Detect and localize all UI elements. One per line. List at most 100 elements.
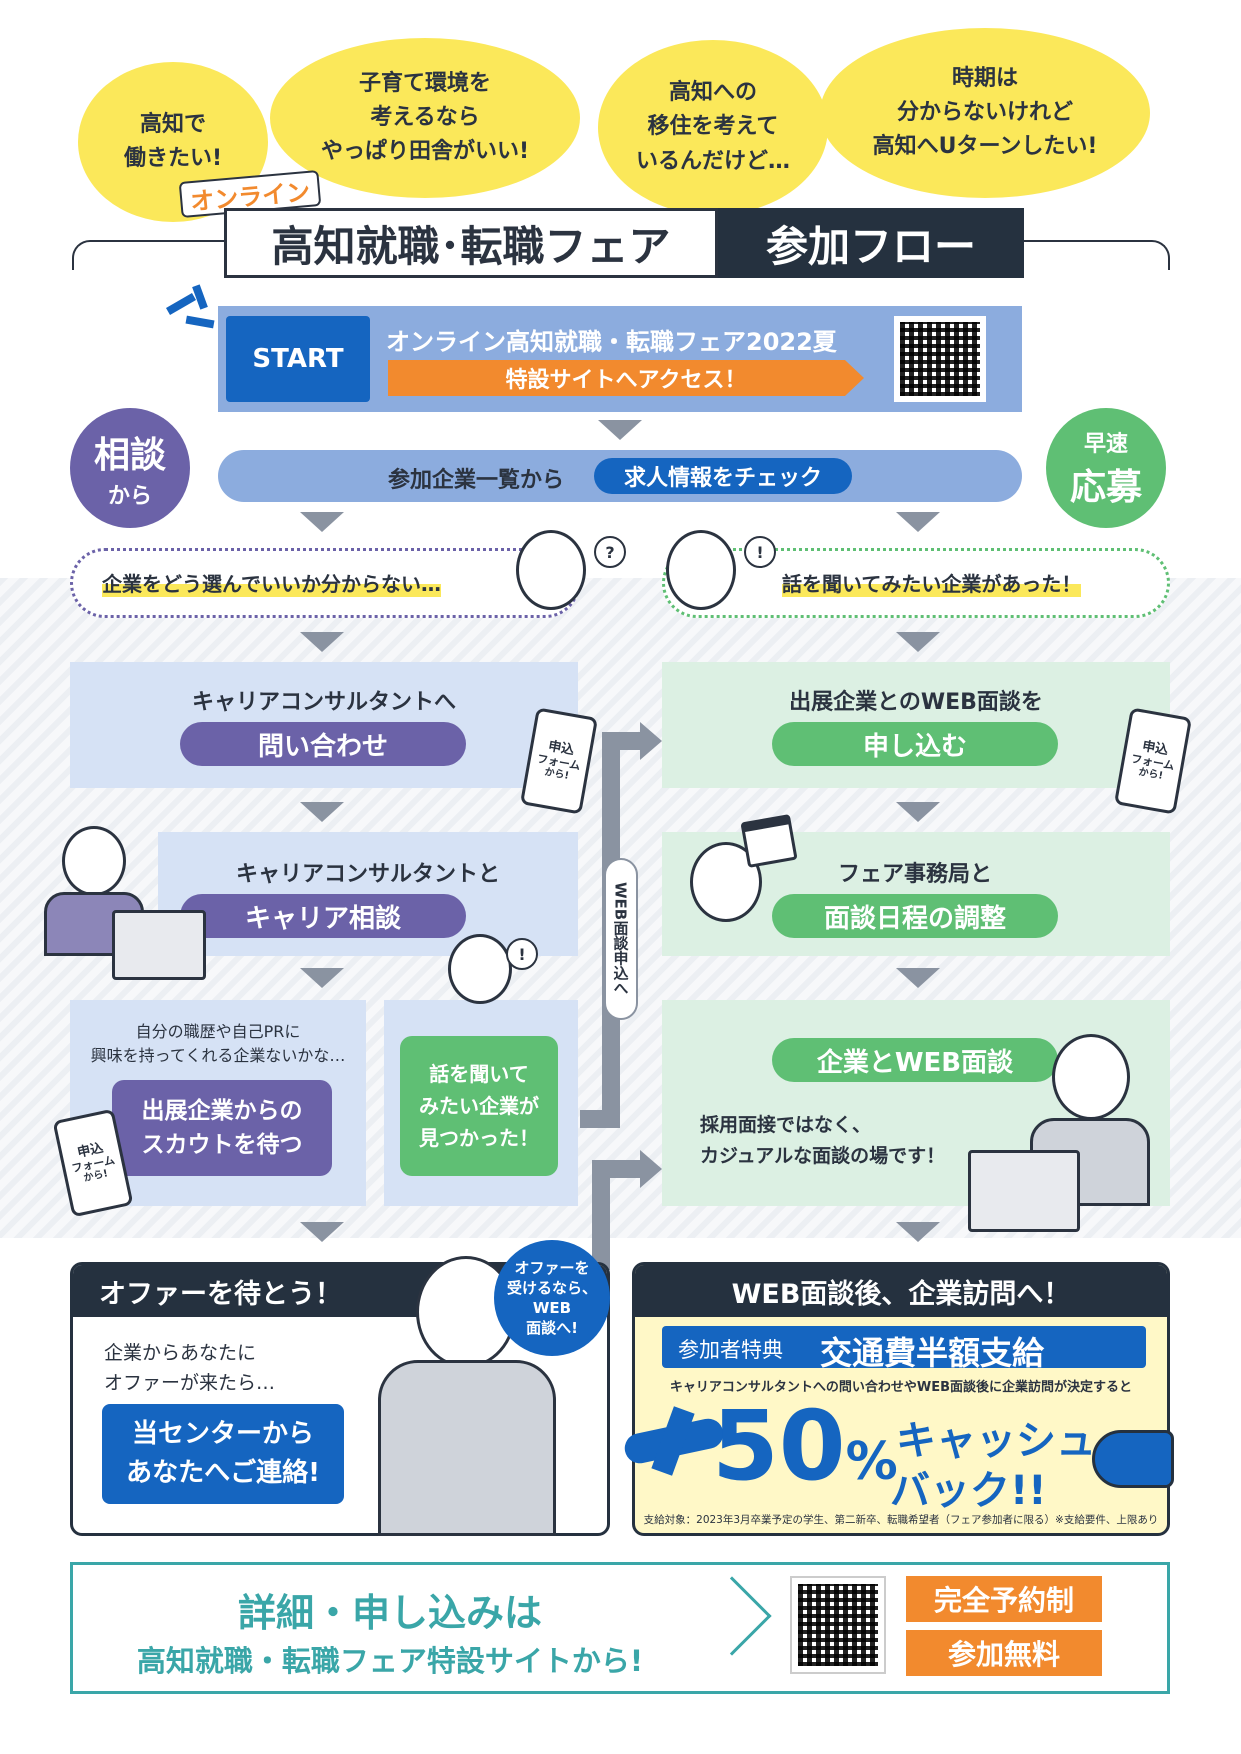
offer-title-text: オファーを待とう！ [99, 1278, 342, 1310]
found-pill-text: 話を聞いて みたい企業が 見つかった！ [419, 1062, 539, 1150]
qr-code-pattern [900, 322, 980, 396]
apply-button[interactable]: 申し込む [772, 722, 1058, 766]
flow-arrow-icon [896, 632, 940, 652]
offer-bubble: オファーを 受けるなら、 WEB 面談へ! [494, 1240, 610, 1356]
flow-arrow-icon [896, 802, 940, 822]
confused-man-illustration [516, 530, 586, 610]
start-text: オンライン高知就職・転職フェア2022夏 [386, 328, 837, 356]
left-step-2-text: キャリアコンサルタントと [235, 862, 500, 887]
scout-text: 自分の職歴や自己PRに 興味を持ってくれる企業ないかな… [90, 1022, 346, 1065]
free-tag-text: 参加無料 [947, 1638, 1060, 1671]
start-arrow-button[interactable]: 特設サイトへアクセス！ [388, 360, 864, 396]
web-apply-text: WEB面談申込へ [611, 882, 630, 996]
check-highlight: 求人情報をチェック [594, 458, 852, 494]
monitor-icon [968, 1150, 1080, 1232]
arrow-right-icon [640, 722, 662, 760]
web-interview-pill: 企業とWEB面談 [772, 1038, 1058, 1082]
monitor-icon [112, 910, 206, 980]
apply-badge: 早速 応募 [1046, 408, 1166, 528]
consult-badge-line2: から [107, 484, 152, 509]
interviewer-woman-illustration [1052, 1034, 1130, 1120]
cloud-bubble-2: 子育て環境を 考えるなら やっぱり田舎がいい! [270, 38, 580, 198]
consultant-woman-illustration [62, 826, 126, 896]
contact-button[interactable]: 問い合わせ [180, 722, 466, 766]
visit-box: WEB面談後、企業訪問へ！ [632, 1262, 1170, 1536]
exclamation-icon: ! [506, 938, 538, 970]
page-title: 高知就職･転職フェア [224, 208, 718, 278]
career-consult-pill: キャリア相談 [180, 894, 466, 938]
right-step-2-text: フェア事務局と [837, 862, 992, 887]
apply-button-label: 申し込む [862, 731, 967, 762]
fine-print: 支給対象：2023年3月卒業予定の学生、第二新卒、転職希望者（フェア参加者に限る… [643, 1514, 1159, 1526]
footer-line1: 詳細・申し込みは [237, 1591, 542, 1635]
found-pill: 話を聞いて みたい企業が 見つかった！ [400, 1036, 558, 1176]
free-tag: 参加無料 [906, 1630, 1102, 1676]
reservation-tag: 完全予約制 [906, 1576, 1102, 1622]
cloud-bubble-3: 高知への 移住を考えて いるんだけど… [598, 40, 828, 215]
start-label-text: START [252, 344, 344, 374]
consult-badge-line1: 相談 [93, 435, 166, 476]
schedule-pill-text: 面談日程の調整 [823, 903, 1006, 934]
cashback-line1: キャッシュ [896, 1418, 1096, 1464]
flow-arrow-icon [896, 512, 940, 532]
qr-code-icon[interactable] [790, 1576, 886, 1674]
percent-sign: % [845, 1432, 898, 1492]
benefit-bar [662, 1326, 1146, 1368]
career-consult-label: キャリア相談 [244, 903, 401, 934]
start-label: START [226, 316, 370, 402]
flow-arrow-icon [300, 968, 344, 988]
page-subtitle: 参加フロー [718, 208, 1024, 278]
offer-contact-text: 当センターから あなたへご連絡! [126, 1419, 320, 1488]
schedule-pill: 面談日程の調整 [772, 894, 1058, 938]
check-highlight-text: 求人情報をチェック [623, 466, 822, 491]
cloud-text: 子育て環境を 考えるなら やっぱり田舎がいい! [320, 70, 530, 165]
right-step-1-text: 出展企業とのWEB面談を [789, 690, 1043, 715]
qr-code-pattern [798, 1584, 878, 1666]
offer-contact-box: 当センターから あなたへご連絡! [102, 1404, 344, 1504]
page-subtitle-text: 参加フロー [765, 221, 976, 271]
web-apply-connector-bottom [580, 1110, 620, 1128]
benefit-label: 参加者特典 [678, 1338, 783, 1362]
left-worry-text: 企業をどう選んでいいか分からない… [102, 568, 441, 597]
phone-man-illustration [448, 934, 512, 1004]
offer-connector-top [592, 1160, 642, 1178]
caller-body [378, 1360, 556, 1536]
start-arrow-text: 特設サイトへアクセス！ [505, 368, 747, 393]
footer-line2: 高知就職・転職フェア特設サイトから! [136, 1644, 644, 1678]
flow-arrow-icon [300, 512, 344, 532]
calendar-icon [740, 814, 798, 868]
start-ray-icon [185, 315, 215, 329]
cloud-bubble-4: 時期は 分からないけれど 高知へUターンしたい! [820, 28, 1150, 198]
magnifier-woman-illustration [666, 530, 736, 610]
consult-badge: 相談 から [70, 408, 190, 528]
scout-pill: 出展企業からの スカウトを待つ [112, 1080, 332, 1176]
exclamation-icon: ! [744, 536, 776, 568]
check-prefix: 参加企業一覧から [388, 468, 565, 493]
qr-code-icon[interactable] [894, 316, 986, 402]
web-interview-pill-text: 企業とWEB面談 [816, 1047, 1014, 1078]
offer-bubble-text: オファーを 受けるなら、 WEB 面談へ! [506, 1258, 597, 1338]
flow-arrow-icon [896, 1222, 940, 1242]
cloud-text: 高知で 働きたい! [123, 111, 223, 171]
web-interview-text: 採用面接ではなく、 カジュアルな面談の場です！ [700, 1114, 946, 1168]
apply-badge-line1: 早速 [1083, 432, 1128, 457]
scout-pill-text: 出展企業からの スカウトを待つ [141, 1097, 303, 1159]
start-ray-icon [166, 293, 196, 315]
visit-title: WEB面談後、企業訪問へ！ [635, 1265, 1167, 1317]
bullet-train-icon [1092, 1430, 1174, 1488]
cloud-text: 高知への 移住を考えて いるんだけど… [635, 80, 790, 174]
flow-arrow-icon [896, 968, 940, 988]
flow-arrow-icon [300, 1222, 344, 1242]
flow-arrow-icon [300, 632, 344, 652]
apply-badge-line2: 応募 [1069, 467, 1142, 508]
offer-text: 企業からあなたに オファーが来たら… [104, 1342, 276, 1395]
flow-arrow-icon [598, 420, 642, 440]
percent-number: 50 [712, 1390, 846, 1502]
web-apply-label: WEB面談申込へ [604, 858, 638, 1020]
reservation-tag-text: 完全予約制 [933, 1584, 1074, 1617]
page-title-text: 高知就職･転職フェア [271, 221, 671, 271]
cashback-line2: バック!! [890, 1468, 1047, 1514]
contact-button-label: 問い合わせ [257, 731, 388, 762]
benefit-note: キャリアコンサルタントへの問い合わせやWEB面談後に企業訪問が決定すると [669, 1380, 1133, 1395]
right-worry-text: 話を聞いてみたい企業があった！ [782, 568, 1082, 597]
